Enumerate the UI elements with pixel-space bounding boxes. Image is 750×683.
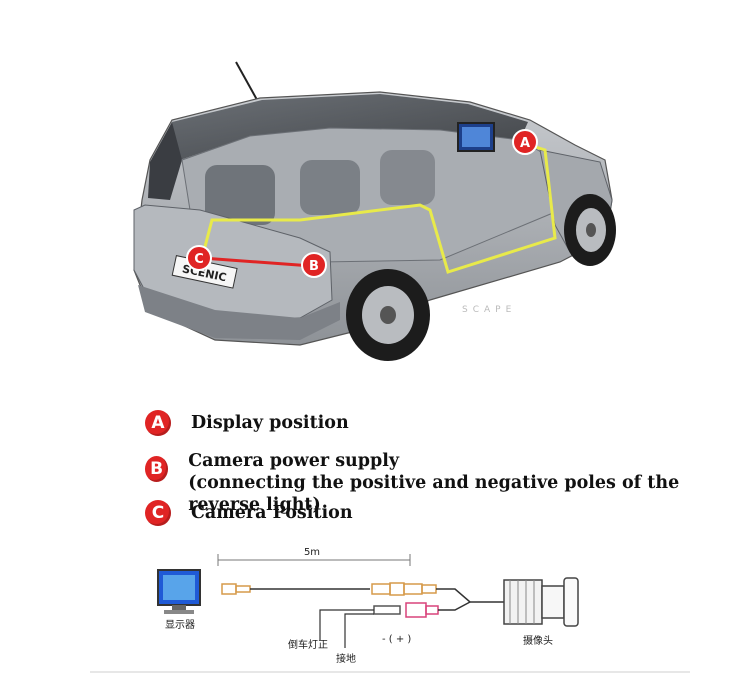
monitor-screen [462,127,490,147]
ground-label: 接地 [336,652,356,665]
legend-badge-a: A [145,410,171,436]
legend-label-camera: Camera Position [191,503,353,523]
video-rca-coupler [371,582,437,596]
rear-bumper [138,285,340,340]
svg-text:A: A [520,136,530,151]
rear-window [148,122,182,200]
cable-length-dimension: 5m [217,547,411,566]
watermark-text: SCAPE [462,305,516,315]
middle-seat [300,160,360,215]
camera-power-wire [438,601,471,611]
rear-seat [205,165,275,225]
car-illustration: SCENIC A B C SCAPE [133,61,616,361]
marker-b: B [301,252,327,278]
marker-c: C [186,245,212,271]
front-seat [380,150,435,205]
camera-label: 摄像头 [523,634,553,647]
reverse-light-wire [319,609,374,640]
camera-icon [503,577,579,627]
svg-text:B: B [309,259,319,274]
legend: A Display position B Camera power supply… [0,400,750,530]
power-cable-route [201,256,313,268]
svg-text:- ( + ): - ( + ) [382,634,411,645]
legend-label-display: Display position [191,413,349,433]
front-wheel [564,194,616,266]
roof-glass [172,94,528,160]
legend-item-camera: C Camera Position [145,500,353,526]
ground-wire [344,613,374,648]
car-cutaway-diagram: SCENIC A B C SCAPE [133,61,616,361]
marker-a: A [512,129,538,155]
camera-video-wire [436,588,505,603]
monitor-label: 显示器 [165,619,195,631]
legend-badge-c: C [145,500,171,526]
video-cable-route [200,140,557,274]
legend-label-power: Camera power supply (connecting the posi… [188,451,680,515]
wiring-svg: 5m 显示器 倒车灯正 接地 - ( + ) [90,547,690,673]
rear-wheel [346,269,430,361]
legend-badge-b: B [145,456,169,482]
cable-length-label: 5m [304,547,320,558]
monitor-rca-connector [221,583,251,595]
legend-item-power: B Camera power supply (connecting the po… [145,450,750,516]
dc-polarity-symbol: - ( + ) [382,634,411,645]
reverse-light-label: 倒车灯正 [288,638,328,651]
wiring-diagram: 5m 显示器 倒车灯正 接地 - ( + ) [0,540,750,679]
monitor-icon [157,569,201,614]
power-connector [373,602,439,618]
svg-text:C: C [194,252,204,267]
legend-item-display: A Display position [145,410,349,436]
